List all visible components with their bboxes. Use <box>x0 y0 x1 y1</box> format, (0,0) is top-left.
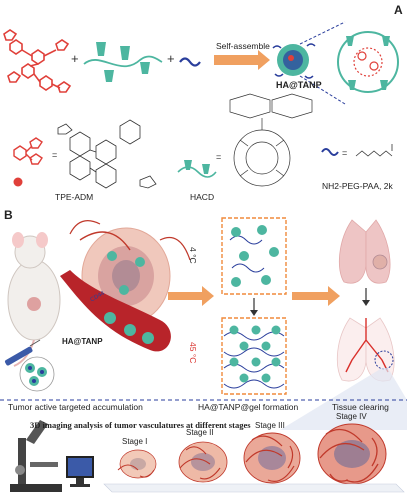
svg-text:+: + <box>71 51 79 66</box>
svg-text:+: + <box>167 51 175 66</box>
temp-45c-label: 45 °C <box>188 342 198 364</box>
ha-tanp-nanoparticle <box>272 43 316 79</box>
stage-4-label: Stage IV <box>336 412 367 421</box>
svg-text:=: = <box>52 150 57 160</box>
ha-tanp-label: HA@TANP <box>276 80 322 90</box>
arrow-to-gel <box>168 286 214 306</box>
peg-legend-wave <box>321 148 339 156</box>
hacd-chain <box>83 42 163 82</box>
mouse-illustration <box>7 232 61 367</box>
self-assemble-label: Self-assemble <box>216 41 270 51</box>
self-assemble-arrow <box>214 50 270 70</box>
hacd-label: HACD <box>190 192 215 202</box>
tumor-vessel-illustration <box>60 220 191 352</box>
stage-base-plate <box>103 483 405 493</box>
svg-text:=: = <box>216 152 221 162</box>
step3-caption: Tissue clearing <box>332 402 389 412</box>
arrow-to-clearing <box>292 286 340 306</box>
stage-3-image <box>243 432 301 484</box>
microscope-icon <box>10 420 62 492</box>
tpe-adm-legend-molecule <box>13 137 43 165</box>
tpe-adm-dot-symbol <box>13 177 23 187</box>
stage-3-label: Stage III <box>255 421 285 430</box>
peg-chain <box>179 57 201 67</box>
panel-b-letter: B <box>4 208 13 222</box>
temp-4c-label: 4 °C <box>188 247 198 264</box>
monitor-icon <box>66 456 94 487</box>
syringe-icon <box>5 339 41 366</box>
stage-2-image <box>178 441 228 483</box>
nanoparticle-zoom <box>337 31 399 93</box>
tpe-adm-structure <box>57 119 157 189</box>
stage-1-label: Stage I <box>122 437 148 446</box>
lung-opaque <box>339 219 391 284</box>
hacd-structure <box>229 93 313 187</box>
stage-1-image <box>117 449 157 479</box>
hacd-legend-chain <box>177 160 217 178</box>
gel-box-45c <box>221 317 287 395</box>
tpe-adm-label: TPE-ADM <box>55 192 94 202</box>
tpe-adm-molecule <box>3 29 72 93</box>
ha-tanp-inset-label: HA@TANP <box>62 337 103 346</box>
svg-text:=: = <box>342 148 347 158</box>
gel-box-4c <box>221 217 287 295</box>
step1-caption: Tumor active targeted accumulation <box>8 402 143 412</box>
stage-4-image <box>317 423 387 485</box>
step2-caption: HA@TANP@gel formation <box>198 402 299 412</box>
panel-a-letter: A <box>394 3 403 17</box>
stage-2-label: Stage II <box>186 428 214 437</box>
ha-tanp-inset <box>19 356 55 392</box>
imaging-title: 3D imaging analysis of tumor vasculature… <box>30 420 251 430</box>
peg-structure <box>355 144 393 157</box>
zoom-wedge <box>280 368 407 430</box>
peg-label: NH2-PEG-PAA, 2k <box>322 181 393 191</box>
